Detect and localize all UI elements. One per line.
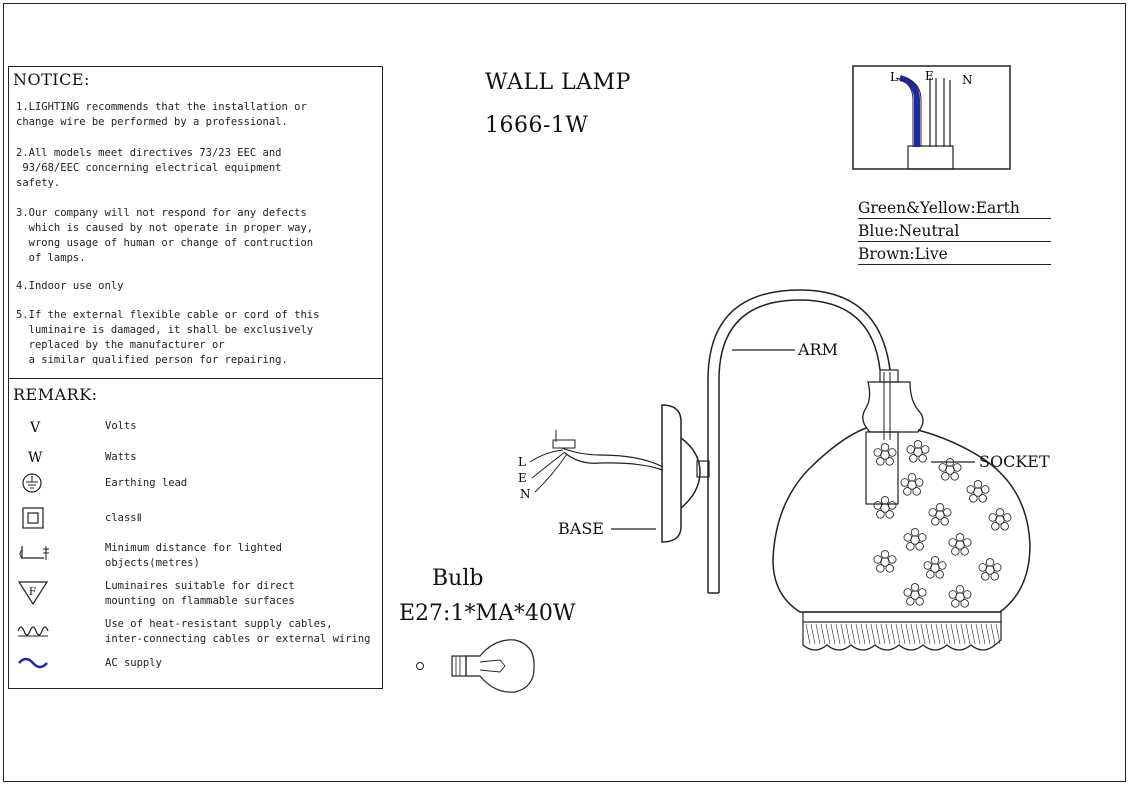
shade-flower xyxy=(900,473,924,496)
class-ii-icon xyxy=(16,507,50,529)
shade-flower xyxy=(978,558,1002,581)
shade-flower xyxy=(903,528,927,551)
shade-flower xyxy=(873,496,897,519)
remark-label-ac-supply: AC supply xyxy=(105,657,162,669)
bulb-spec: E27:1*MA*40W xyxy=(399,601,576,626)
arm-label: ARM xyxy=(798,340,838,359)
watts-symbol: W xyxy=(28,450,43,466)
flammable-surface-icon: F xyxy=(16,580,50,606)
shade-flower xyxy=(873,443,897,466)
supply-cable xyxy=(561,447,664,468)
arm-mount xyxy=(696,460,710,478)
remark-label-watts: Watts xyxy=(105,451,137,463)
arm-outer xyxy=(707,289,891,593)
shade-flower xyxy=(966,480,990,503)
bulb-filament xyxy=(479,659,506,673)
flammable-symbol: F xyxy=(29,587,36,598)
notice-heading: NOTICE: xyxy=(13,70,90,89)
shade-flower xyxy=(903,583,927,606)
notice-panel xyxy=(8,66,383,689)
volts-icon: V xyxy=(16,416,50,438)
earth-icon xyxy=(16,472,50,494)
terminal-label-l: L xyxy=(890,70,898,84)
wire-legend-live: Brown:Live xyxy=(858,244,1051,265)
watts-icon: W xyxy=(16,446,50,468)
product-type-title: WALL LAMP xyxy=(485,70,631,95)
remark-label-min-distance: Minimum distance for lighted objects(met… xyxy=(105,542,283,569)
remark-heading: REMARK: xyxy=(13,385,98,404)
terminal-label-e: E xyxy=(925,69,934,83)
shade-flower xyxy=(948,533,972,556)
remark-label-volts: Volts xyxy=(105,420,137,432)
notice-item-5: 5.If the external flexible cable or cord… xyxy=(16,309,320,366)
shade-flower xyxy=(906,440,930,463)
shade-flower xyxy=(873,550,897,573)
terminal-label-n: N xyxy=(962,73,973,87)
socket-label: SOCKET xyxy=(979,452,1050,471)
shade-flower xyxy=(928,503,952,526)
cable-sheath xyxy=(907,145,954,170)
bulb-glass xyxy=(465,639,535,693)
shade-fringe xyxy=(802,622,1002,651)
blue-neutral-wire xyxy=(899,75,920,147)
notice-item-4: 4.Indoor use only xyxy=(16,280,124,292)
arm-inner xyxy=(718,299,881,593)
heat-resistant-cable-icon xyxy=(16,620,50,642)
shade-band xyxy=(802,611,1002,623)
bulb-base xyxy=(451,655,467,677)
wire-legend-neutral: Blue:Neutral xyxy=(858,221,1051,242)
shade-flower xyxy=(948,585,972,608)
base-label: BASE xyxy=(558,519,604,538)
volts-symbol: V xyxy=(29,420,41,436)
min-distance-icon xyxy=(16,542,50,564)
notice-item-3: 3.Our company will not respond for any d… xyxy=(16,207,314,264)
remark-label-flammable: Luminaires suitable for direct mounting … xyxy=(105,580,295,607)
ac-supply-icon xyxy=(16,651,50,673)
remark-label-class-ii: classⅡ xyxy=(105,512,142,524)
drawing-frame xyxy=(3,3,1126,782)
notice-item-1: 1.LIGHTING recommends that the installat… xyxy=(16,101,307,128)
wire-legend-earth: Green&Yellow:Earth xyxy=(858,198,1051,219)
wire-label-e: E xyxy=(518,471,527,485)
bulb-label: Bulb xyxy=(432,566,484,591)
bulb-dot xyxy=(416,662,424,670)
wire-label-l: L xyxy=(518,455,526,469)
shade-neck xyxy=(862,381,924,433)
base-canopy xyxy=(680,437,701,509)
base-plate xyxy=(661,404,682,543)
shade-flower xyxy=(988,508,1012,531)
shade-flower xyxy=(923,556,947,579)
wire-label-n: N xyxy=(520,487,531,501)
remark-label-heat-resistant: Use of heat-resistant supply cables, int… xyxy=(105,618,371,645)
notice-item-2: 2.All models meet directives 73/23 EEC a… xyxy=(16,147,282,189)
remark-label-earth: Earthing lead xyxy=(105,477,188,489)
socket-body xyxy=(865,431,899,505)
model-number: 1666-1W xyxy=(485,113,589,138)
terminal-strip xyxy=(552,439,576,449)
arm-connector xyxy=(879,369,899,383)
panel-divider xyxy=(8,378,383,379)
